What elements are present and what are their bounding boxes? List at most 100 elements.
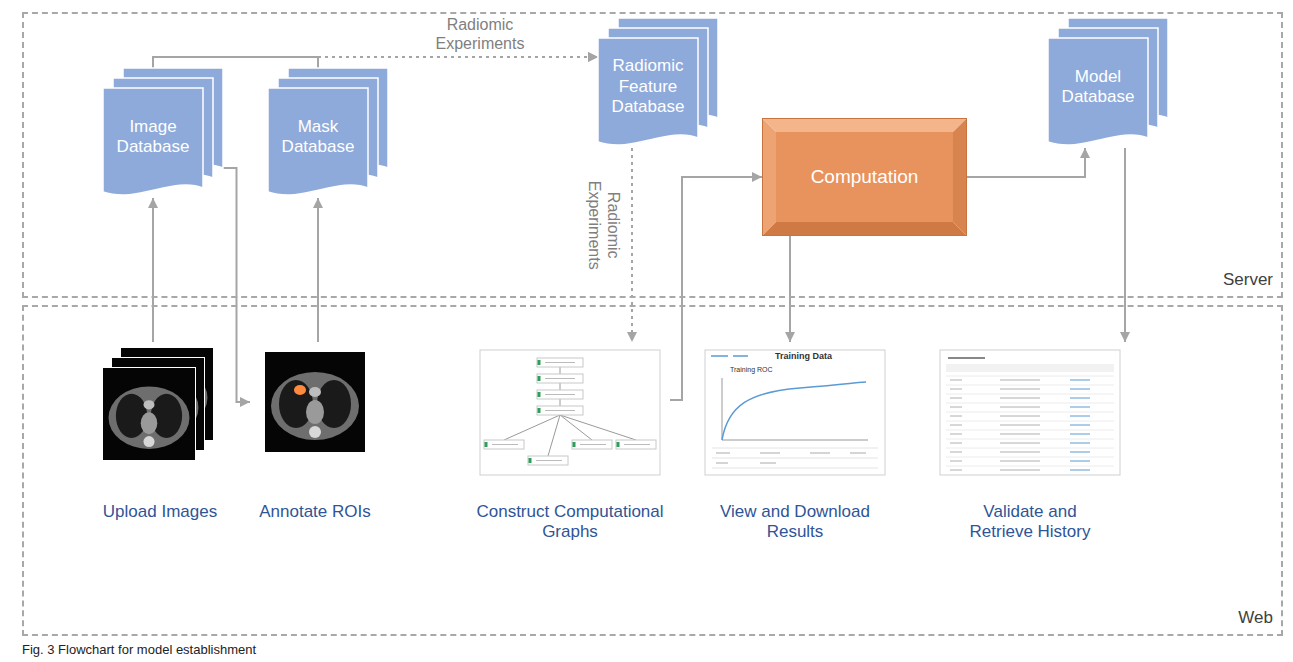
connector [1125,148,1126,342]
picture-area [95,342,225,472]
picture-area [695,342,895,472]
results-screenshot [716,453,866,463]
graph-screenshot [504,367,636,456]
edge-label: Radiomic Experiments [420,15,540,53]
database-label: Mask Database [268,88,368,186]
web-step: Validate and Retrieve History [920,342,1140,543]
connector [153,57,598,68]
graph-screenshot [572,440,612,449]
ct-stack [121,348,213,440]
database-label: Radiomic Feature Database [598,38,698,136]
edge-label: Radiomic Experiments [585,170,623,280]
ct-stack [102,367,196,461]
bevel-edge [762,118,967,132]
history-screenshot [948,357,985,359]
web-step: View and Download Results [695,342,895,543]
figure-caption: Fig. 3 Flowchart for model establishment [22,642,256,658]
graph-screenshot [616,440,656,449]
connector [790,236,791,342]
picture-area [920,342,1140,472]
graph-screenshot [537,358,583,367]
screenshot-text: Training ROC [730,366,773,374]
database-sheet [268,88,368,195]
bevel-outline [763,119,967,236]
web-step: Annotate ROIs [250,342,380,522]
ct-annotated [264,351,366,453]
database-sheet [1048,38,1148,145]
step-caption: Validate and Retrieve History [955,502,1105,543]
region-band: ServerImage DatabaseMask DatabaseRadiomi… [22,12,1283,298]
connector [967,148,1085,177]
graph-screenshot [537,406,583,415]
history-screenshot [1070,380,1090,470]
region-band: Web Upload Images Annotate ROIs Construct C… [22,305,1283,636]
connector-line [317,57,319,68]
bevel-edge [762,222,967,236]
graph-screenshot [528,456,568,465]
results-screenshot [722,382,866,440]
computation-block: Computation [762,118,967,236]
history-screenshot [946,376,1114,466]
connector-line [631,148,633,342]
database-stack: Image Database [103,68,223,198]
step-caption: View and Download Results [710,502,880,543]
connector-line [789,236,791,342]
region-label: Web [1238,608,1273,628]
ct-stack [111,357,205,451]
ct-annotated [264,351,366,453]
bevel-edge [953,118,967,236]
results-screenshot [722,378,868,440]
graph-screenshot [537,390,583,399]
results-screenshot [711,355,748,357]
connector [223,168,250,402]
connector-line [317,198,319,342]
connector [153,198,154,342]
history-screenshot [946,364,1114,372]
graph-screenshot [484,440,524,449]
database-stack: Radiomic Feature Database [598,18,718,148]
connector-line [967,148,1085,177]
history-screenshot [940,350,1120,475]
ct-stack [102,347,214,461]
connector [318,57,598,68]
ct-stack [120,347,214,441]
graph-screenshot [480,350,660,475]
web-step: Construct Computational Graphs [470,342,670,543]
ct-stack [112,358,204,450]
history-screenshot [950,380,1040,470]
graph-screenshot [537,374,583,383]
picture-area [470,342,670,472]
results-screenshot [712,448,878,468]
graph-screenshot [480,350,660,475]
database-stack: Model Database [1048,18,1168,148]
database-stack: Mask Database [268,68,388,198]
connector-line [318,56,598,58]
history-screenshot [940,350,1120,475]
step-caption: Upload Images [95,502,225,522]
picture-area [250,342,380,472]
database-sheet [598,38,698,145]
database-label: Image Database [103,88,203,186]
connector-line [153,57,318,68]
graph-screenshot [492,363,650,461]
database-label: Model Database [1048,38,1148,136]
connector-line [223,168,250,402]
region-label: Server [1223,270,1273,290]
web-step: Upload Images [95,342,225,522]
database-sheet [103,88,203,195]
graph-screenshot [486,360,618,463]
computation-label: Computation [762,166,967,189]
connector-line [1124,148,1126,342]
connector [632,148,633,342]
results-screenshot [705,350,885,475]
ct-stack [103,368,195,460]
connector-line [318,56,598,58]
step-caption: Annotate ROIs [250,502,380,522]
results-screenshot [705,350,885,475]
connector [318,198,319,342]
step-caption: Construct Computational Graphs [475,502,665,543]
screenshot-text: Training Data [775,352,832,362]
